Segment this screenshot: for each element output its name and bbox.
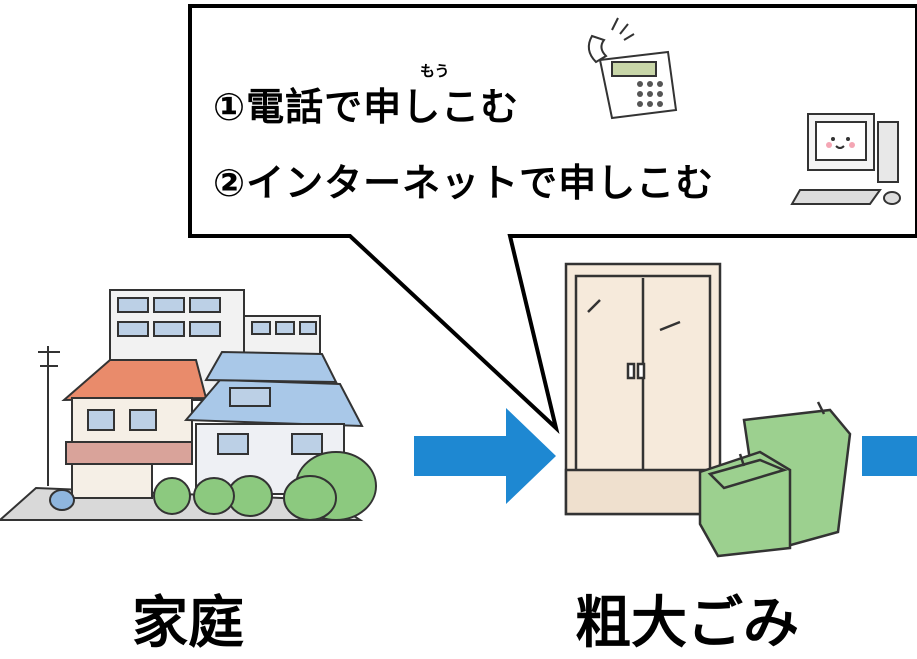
bulky-waste-caption: 粗大ごみ [575,591,799,656]
home-caption: 家庭 [132,591,244,656]
speech-bubble [188,4,917,434]
wardrobe-icon [564,262,722,516]
sofa-icon [698,401,852,558]
arrow-right-icon [862,436,917,476]
internet-application-text: ②インターネットで申しこむ [213,161,715,205]
houses-icon [0,289,364,521]
computer-icon [790,113,901,205]
furigana-ruby: もう [420,62,450,80]
tree-icon [153,451,377,521]
arrow-right-icon [414,408,556,504]
phone-application-text: ①電話で申しこむ [213,85,520,129]
telephone-icon [587,17,678,120]
